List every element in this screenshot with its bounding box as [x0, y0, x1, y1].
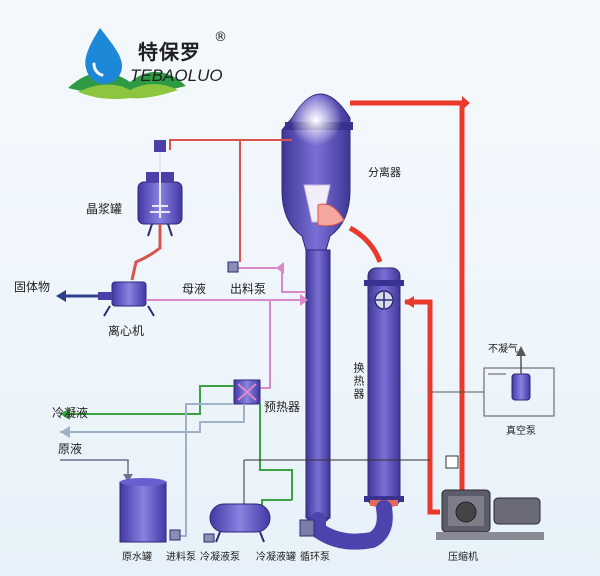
- label-condensate-pump: 冷凝液泵: [200, 552, 240, 563]
- mother-liquor-line: [146, 267, 306, 389]
- condensate-tank: [209, 503, 271, 543]
- steam-line: [348, 100, 465, 515]
- vacuum-system: [430, 356, 555, 417]
- label-circulation-pump: 循环泵: [300, 552, 330, 563]
- logo: [58, 20, 238, 110]
- raw-water-line: [60, 459, 129, 476]
- circulation-pump-icon: [299, 519, 315, 537]
- raw-water-arrow: [123, 474, 133, 482]
- separator-vessel: [281, 93, 353, 251]
- label-condensate-tank: 冷凝液罐: [256, 552, 296, 563]
- label-centrifuge: 离心机: [108, 324, 145, 338]
- raw-water-tank: [119, 478, 167, 543]
- feed-pump-icon: [169, 529, 181, 541]
- brand-name-en: TEBAOLUO: [130, 66, 223, 85]
- label-condensate: 冷凝液: [52, 406, 89, 420]
- condensate-pump-icon: [203, 533, 215, 543]
- separator-to-tank-line: [169, 139, 292, 262]
- label-discharge-pump: 出料泵: [230, 282, 267, 296]
- mother-liquor-arrow: [300, 294, 308, 306]
- steam-arrow: [462, 96, 470, 110]
- condensate-line: [70, 385, 293, 514]
- raw-liquid-arrow: [60, 426, 70, 438]
- label-solids: 固体物: [14, 280, 51, 294]
- main-column: [305, 249, 331, 525]
- label-compressor: 压缩机: [448, 552, 478, 563]
- label-preheater: 预热器: [264, 400, 301, 414]
- heat-exchanger: [364, 267, 404, 507]
- condensate-arrow: [60, 408, 70, 420]
- noncondensable-arrow: [516, 346, 526, 356]
- label-separator: 分离器: [368, 166, 401, 179]
- crystal-tank: [137, 140, 183, 237]
- label-feed-pump: 进料泵: [166, 552, 196, 563]
- condensate-tank-line: [243, 459, 430, 504]
- compressor-control-icon: [445, 455, 459, 469]
- brand-name-cn: 特保罗: [138, 40, 201, 64]
- label-mother-liquor: 母液: [182, 282, 207, 296]
- solids-arrow: [56, 290, 66, 302]
- circulation-loop: [310, 500, 393, 550]
- slurry-line: [130, 224, 162, 281]
- brand-registered-mark: ®: [214, 30, 227, 45]
- raw-liquid-line: [60, 403, 245, 537]
- centrifuge: [98, 281, 155, 317]
- label-vacuum-pump: 真空泵: [506, 426, 536, 437]
- discharge-pump-icon: [227, 261, 239, 273]
- discharge-arrow: [276, 262, 284, 274]
- label-crystal-tank: 晶浆罐: [86, 202, 123, 216]
- label-raw-liquid: 原液: [58, 442, 83, 456]
- preheater: [233, 379, 261, 405]
- compressor: [436, 489, 544, 540]
- label-raw-water-tank: 原水罐: [122, 552, 152, 563]
- label-heat-exchanger: 换热器: [352, 362, 365, 401]
- label-noncondensable-gas: 不凝气: [488, 344, 518, 355]
- steam-arrow-2: [404, 296, 414, 308]
